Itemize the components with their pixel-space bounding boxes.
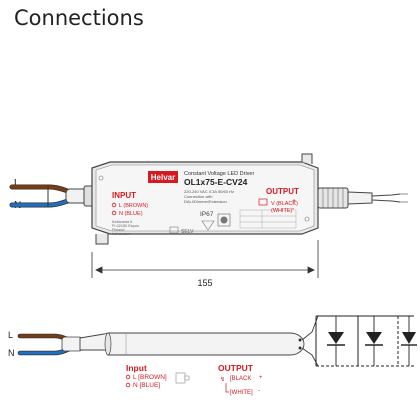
schematic-output-minus: - [258, 388, 260, 394]
schematic-input-heading: Input [126, 363, 147, 373]
input-terminal-n: N (BLUE) [119, 211, 143, 217]
brand-name: Helvar [151, 173, 175, 182]
address-line-3: Finland [112, 228, 124, 232]
ip-rating: IP67 [200, 211, 214, 218]
output-terminal-black: V (BLACK) [271, 201, 298, 207]
spec-line-2: Connection with [184, 194, 212, 199]
schematic-output-arrow-icon: ↯ [220, 376, 225, 383]
address-line-1: Keilaranta 5 [112, 220, 132, 224]
warning-triangle-icon [201, 220, 215, 231]
schematic-driver-body [79, 332, 305, 356]
led-diode-icon [365, 316, 383, 366]
schematic-output-plus: + [259, 375, 263, 381]
input-terminal-l: L (BROWN) [119, 203, 148, 209]
output-sign-minus: - [292, 206, 295, 213]
address-line-4: helvar.com [112, 232, 130, 236]
schematic-wire-label-n: N [8, 348, 15, 358]
terminal-n-icon [111, 210, 117, 216]
connector-icon [175, 372, 186, 384]
schematic-input-l: L [BROWN] [133, 374, 167, 381]
input-heading: INPUT [112, 191, 136, 200]
input-wires [9, 184, 89, 208]
schematic-output-black: [BLACK [230, 376, 251, 382]
wire-label-l: L [14, 178, 20, 189]
schematic-terminal-n-icon [125, 382, 131, 388]
spec-line-3: DALI/Dimmer/Extension [184, 199, 227, 204]
output-cable [317, 187, 408, 209]
selv-mark: SELV [181, 229, 194, 235]
led-diode-icon [401, 316, 417, 366]
led-array [315, 315, 414, 367]
connector-pin-icon [184, 375, 190, 381]
device-description: Constant Voltage LED Driver [184, 171, 254, 177]
terminal-l-icon [111, 202, 117, 208]
schematic-output-bracket-icon [225, 383, 229, 393]
led-output-icon [258, 198, 268, 206]
schematic-input-wires [17, 333, 83, 356]
device-model: OL1x75-E-CV24 [184, 177, 248, 187]
class-ii-icon [169, 226, 179, 234]
brand-logo [148, 171, 178, 183]
address-line-2: FI-02150 Espoo [112, 224, 139, 228]
cert-mark-icon [220, 216, 228, 224]
page-title: Connections [14, 6, 144, 30]
led-diode-icon [327, 316, 345, 366]
schematic-input-n: N [BLUE] [133, 382, 160, 389]
dimension-line [91, 240, 319, 278]
schematic-wire-label-l: L [8, 330, 13, 340]
schematic-output-white: [WHITE] [230, 390, 253, 396]
schematic-terminal-l-icon [125, 374, 131, 380]
certification-icon [217, 213, 231, 227]
output-heading: OUTPUT [266, 187, 299, 196]
spec-line-1: 220-240 VAC 0.3A 50/60 Hz [184, 189, 234, 194]
spec-table [239, 209, 297, 229]
output-terminal-white: (WHITE) [271, 208, 293, 214]
dimension-value: 155 [197, 278, 212, 288]
schematic-output-heading: OUTPUT [218, 363, 254, 373]
output-sign-plus: + [292, 198, 296, 205]
